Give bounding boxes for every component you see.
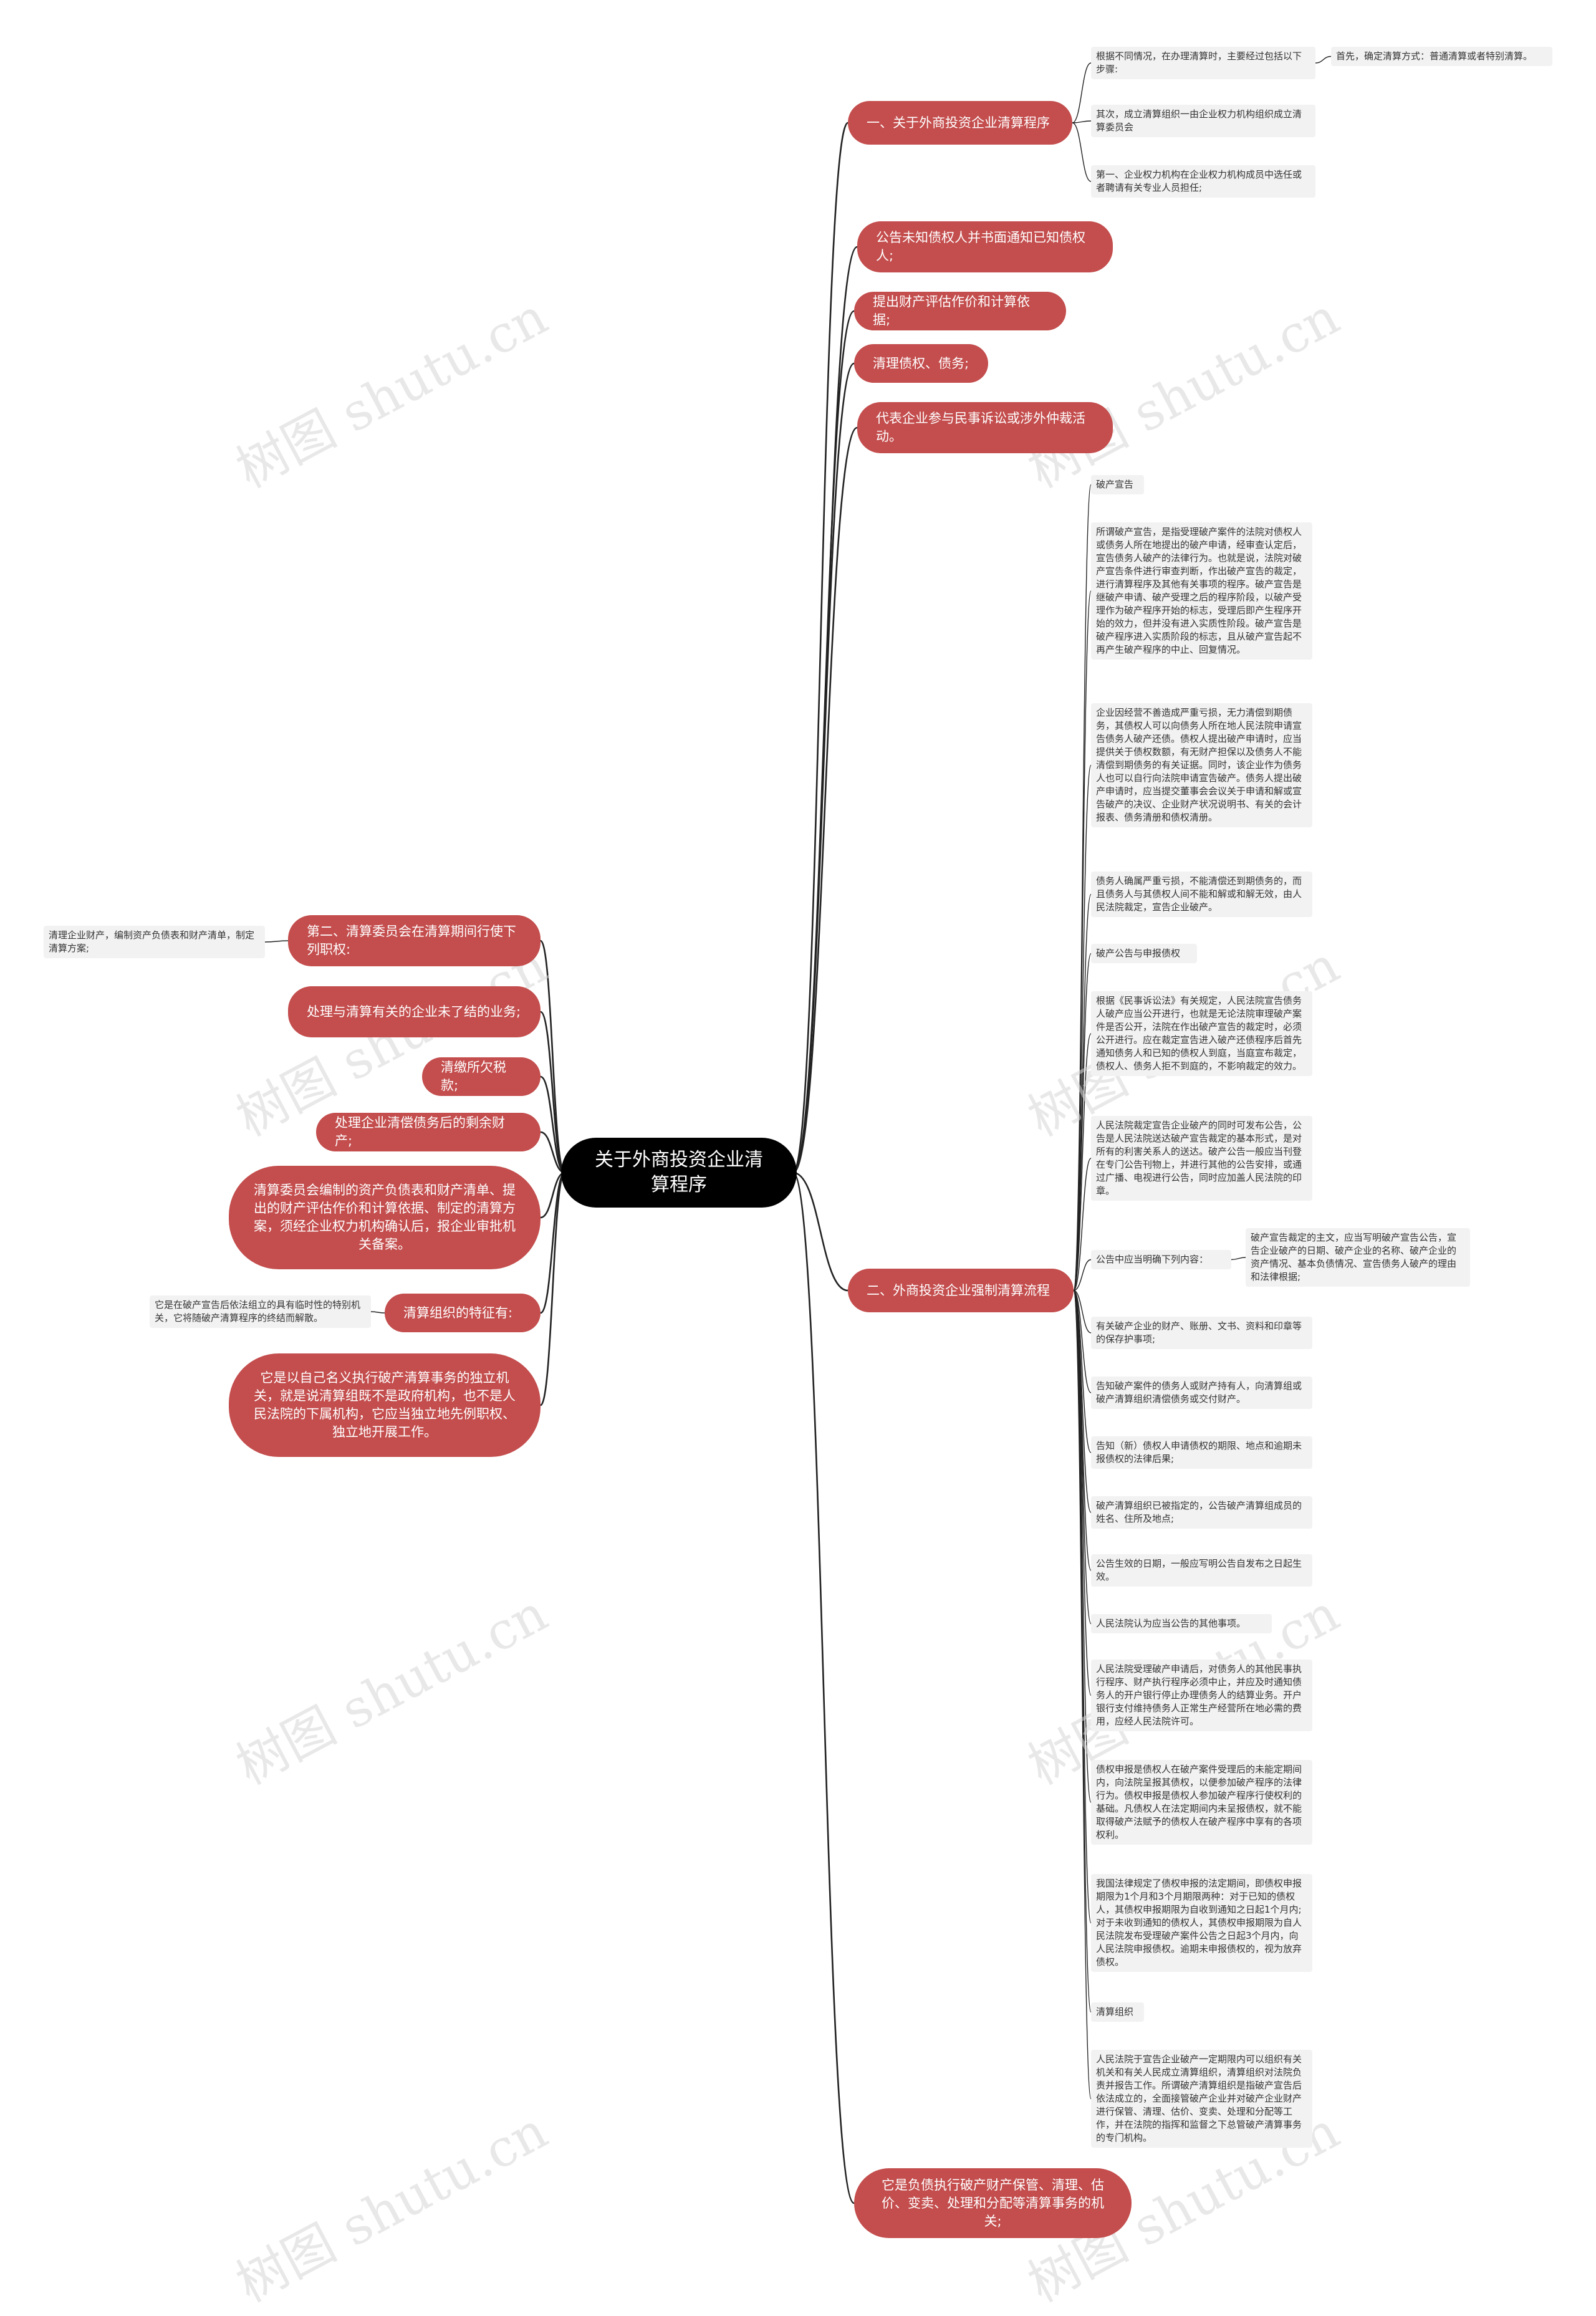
- branch-organization-features[interactable]: 清算组织的特征有:: [385, 1294, 541, 1332]
- leaf-bankruptcy-declaration: 破产宣告: [1091, 475, 1144, 494]
- leaf-claim-declaration: 债权申报是债权人在破产案件受理后的未能定期间内，向法院呈报其债权，以便参加破产程…: [1091, 1760, 1312, 1845]
- leaf-appoint-members: 第一、企业权力机构在企业权力机构成员中选任或者聘请有关专业人员担任;: [1091, 165, 1315, 198]
- leaf-creditor-application: 企业因经营不善造成严重亏损，无力清偿到期债务，其债权人可以向债务人所在地人民法院…: [1091, 703, 1312, 827]
- leaf-claim-deadline: 告知（新）债权人申请债权的期限、地点和逾期未报债权的法律后果;: [1091, 1436, 1312, 1469]
- branch-remaining-property[interactable]: 处理企业清偿债务后的剩余财产;: [316, 1113, 541, 1151]
- branch-committee-powers[interactable]: 第二、清算委员会在清算期间行使下列职权:: [288, 915, 541, 966]
- leaf-temporary-organ: 它是在破产宣告后依法组立的具有临时性的特别机关，它将随破产清算程序的终结而解散。: [150, 1295, 371, 1328]
- leaf-declaration-definition: 所谓破产宣告，是指受理破产案件的法院对债权人或债务人所在地提出的破产申请，经审查…: [1091, 522, 1312, 660]
- branch-liquidation-organ[interactable]: 它是负债执行破产财产保管、清理、估价、变卖、处理和分配等清算事务的机关;: [854, 2168, 1132, 2238]
- leaf-court-announcement: 人民法院裁定宣告企业破产的同时可发布公告，公告是人民法院送达破产宣告裁定的基本形…: [1091, 1116, 1312, 1201]
- leaf-debtor-notice: 告知破产案件的债务人或财产持有人，向清算组或破产清算组织清偿债务或交付财产。: [1091, 1377, 1312, 1409]
- root-topic[interactable]: 关于外商投资企业清算程序: [561, 1138, 797, 1208]
- leaf-steps-intro: 根据不同情况，在办理清算时，主要经过包括以下步骤:: [1091, 47, 1315, 79]
- leaf-property-preservation: 有关破产企业的财产、账册、文书、资料和印章等的保存护事项;: [1091, 1317, 1312, 1349]
- branch-pay-taxes[interactable]: 清缴所欠税款;: [422, 1057, 541, 1096]
- leaf-announcement-content: 公告中应当明确下列内容：: [1091, 1250, 1231, 1269]
- branch-asset-valuation[interactable]: 提出财产评估作价和计算依据;: [854, 292, 1066, 330]
- branch-notify-creditors[interactable]: 公告未知债权人并书面通知已知债权人;: [857, 221, 1113, 272]
- branch-committee-report[interactable]: 清算委员会编制的资产负债表和财产清单、提出的财产评估作价和计算依据、制定的清算方…: [229, 1166, 541, 1269]
- leaf-form-committee: 其次，成立清算组织一由企业权力机构组织成立清算委员会: [1091, 105, 1315, 137]
- leaf-liquidation-organization: 清算组织: [1091, 2002, 1144, 2022]
- leaf-ruling-main-text: 破产宣告裁定的主文，应当写明破产宣告公告，宣告企业破产的日期、破产企业的名称、破…: [1246, 1228, 1470, 1287]
- leaf-civil-procedure: 根据《民事诉讼法》有关规定，人民法院宣告债务人破产应当公开进行，也就是无论法院审…: [1091, 991, 1312, 1076]
- leaf-organization-definition: 人民法院于宣告企业破产一定期限内可以组织有关机关和有关人民成立清算组织，清算组织…: [1091, 2050, 1312, 2148]
- leaf-claim-period: 我国法律规定了债权申报的法定期间，即债权申报期限为1个月和3个月期限两种：对于已…: [1091, 1874, 1312, 1972]
- branch-clear-debts[interactable]: 清理债权、债务;: [854, 344, 988, 383]
- leaf-court-ruling: 债务人确属严重亏损，不能清偿还到期债务的，而且债务人与其债权人间不能和解或和解无…: [1091, 872, 1312, 917]
- leaf-clear-property: 清理企业财产，编制资产负债表和财产清单，制定清算方案;: [44, 926, 265, 958]
- branch-forced-liquidation-process[interactable]: 二、外商投资企业强制清算流程: [848, 1269, 1074, 1312]
- branch-foreign-liquidation-procedure[interactable]: 一、关于外商投资企业清算程序: [848, 101, 1072, 145]
- leaf-liquidation-members: 破产清算组织已被指定的，公告破产清算组成员的姓名、住所及地点;: [1091, 1496, 1312, 1529]
- leaf-other-matters: 人民法院认为应当公告的其他事项。: [1091, 1614, 1272, 1633]
- leaf-liquidation-method: 首先，确定清算方式：普通清算或者特别清算。: [1331, 47, 1552, 66]
- branch-litigation[interactable]: 代表企业参与民事诉讼或涉外仲裁活动。: [857, 402, 1113, 453]
- branch-unfinished-business[interactable]: 处理与清算有关的企业未了结的业务;: [288, 986, 541, 1037]
- leaf-effective-date: 公告生效的日期，一般应写明公告自发布之日起生效。: [1091, 1554, 1312, 1587]
- branch-independent-organ[interactable]: 它是以自己名义执行破产清算事务的独立机关，就是说清算组既不是政府机构，也不是人民…: [229, 1353, 541, 1457]
- leaf-execution-suspension: 人民法院受理破产申请后，对债务人的其他民事执行程序、财产执行程序必须中止，并应及…: [1091, 1660, 1312, 1731]
- leaf-announcement-claims: 破产公告与申报债权: [1091, 944, 1197, 963]
